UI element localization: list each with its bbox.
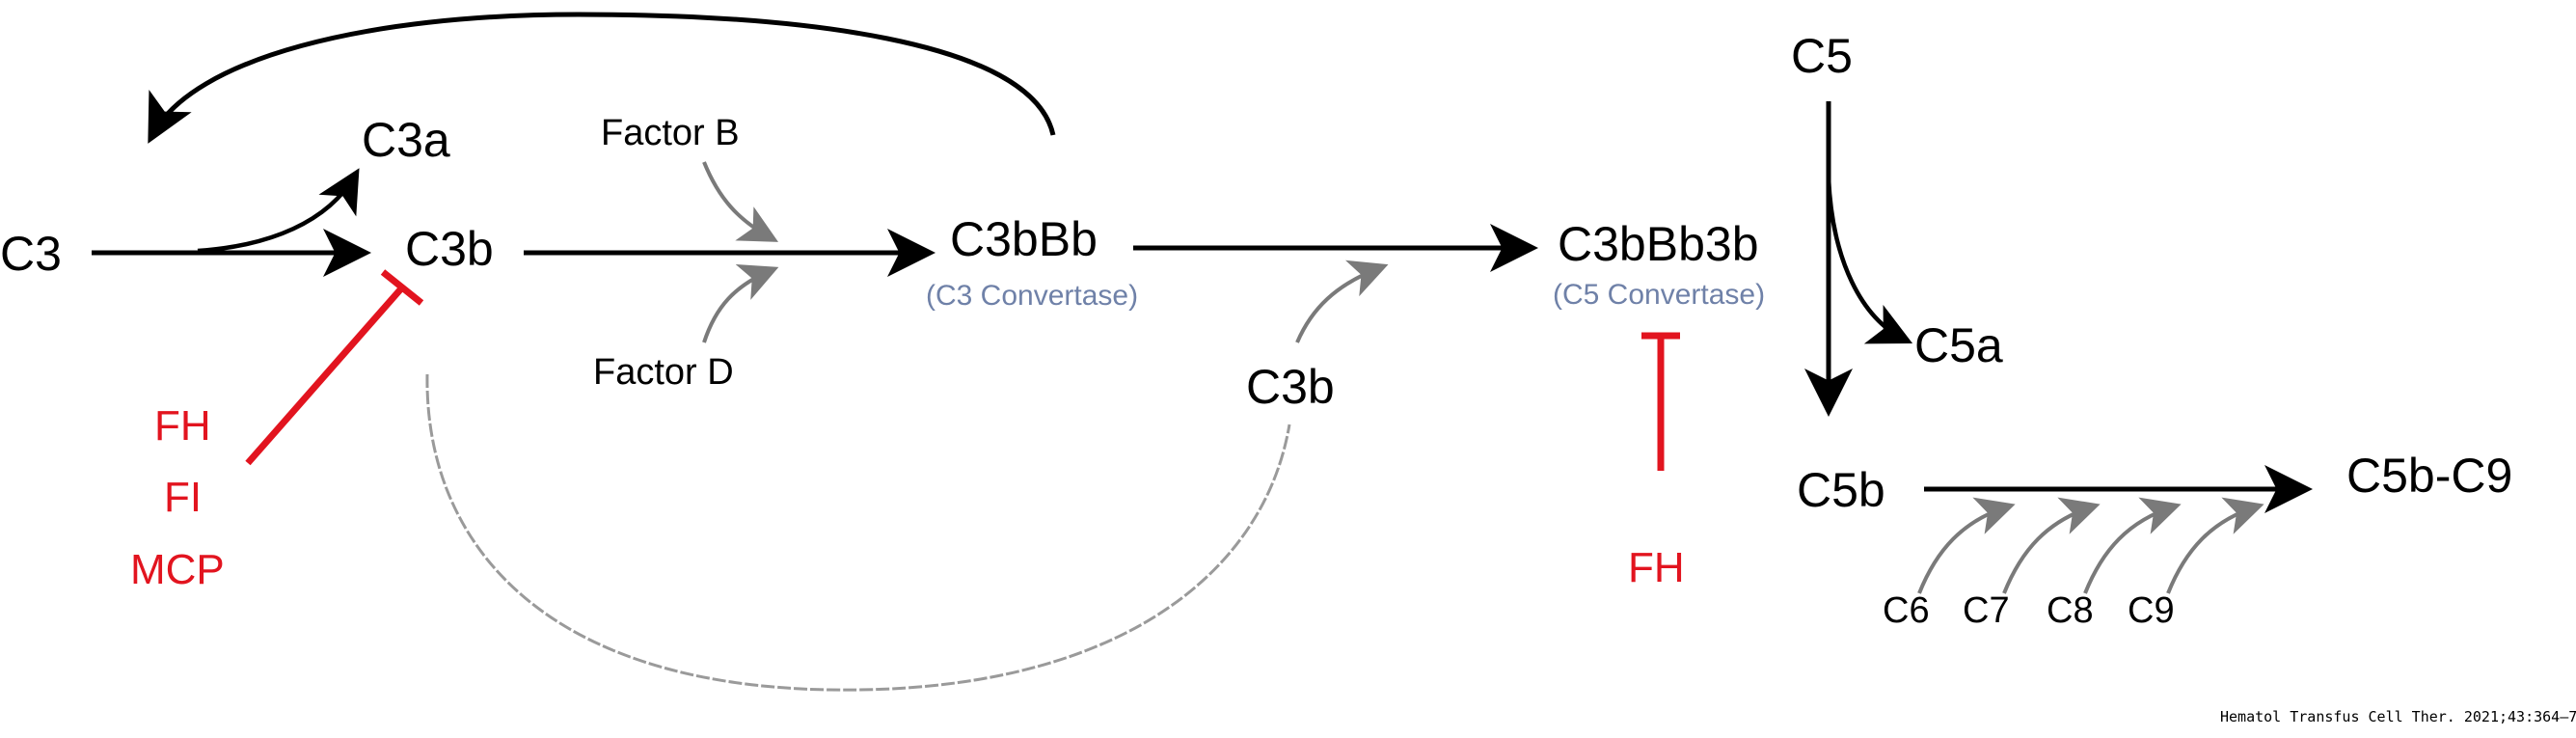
citation: Hematol Transfus Cell Ther. 2021;43:364–…: [2220, 708, 2576, 725]
regulator-fh-right: FH: [1628, 544, 1685, 591]
arrow-c3b-to-c3bbb3b-helper: [1295, 260, 1389, 343]
arrow-c8-helper: [2083, 497, 2182, 594]
arrow-c9-helper: [2166, 497, 2264, 594]
node-c3b: C3b: [405, 222, 494, 276]
node-c5b: C5b: [1797, 463, 1885, 517]
node-c5a: C5a: [1914, 318, 2003, 372]
arrow-c5-to-c5a: [1826, 178, 1913, 344]
node-c3: C3: [0, 227, 62, 281]
arrow-c3-to-c3a: [197, 168, 360, 254]
inhibition-c5-convertase: [1641, 332, 1680, 471]
node-c8: C8: [2047, 590, 2094, 631]
node-c5b-c9: C5b-C9: [2346, 449, 2512, 503]
arrow-c7-helper: [2002, 497, 2101, 594]
regulator-fi: FI: [164, 474, 202, 521]
node-c3a: C3a: [362, 113, 450, 167]
node-c6: C6: [1883, 590, 1930, 631]
arrow-factor-b-helper: [702, 161, 779, 242]
arrow-factor-d-helper: [702, 263, 779, 343]
node-c5: C5: [1791, 29, 1853, 83]
node-c3bbb3b: C3bBb3b: [1558, 217, 1759, 271]
arrow-c6-helper: [1917, 497, 2016, 594]
regulator-fh-left: FH: [154, 402, 211, 450]
node-c7: C7: [1963, 590, 2010, 631]
node-c9: C9: [2128, 590, 2175, 631]
label-c5-convertase: (C5 Convertase): [1553, 279, 1765, 311]
node-factor-d: Factor D: [593, 352, 734, 393]
c3b-recycle-dashed-loop: [425, 373, 1291, 692]
label-c3-convertase: (C3 Convertase): [926, 280, 1138, 312]
node-factor-b: Factor B: [601, 113, 740, 153]
node-c3bbb: C3bBb: [950, 212, 1098, 266]
inhibition-c3b: [245, 269, 424, 466]
node-c3b-second: C3b: [1246, 360, 1335, 414]
amplification-loop-arrow: [148, 12, 1056, 144]
regulator-mcp: MCP: [130, 546, 225, 593]
